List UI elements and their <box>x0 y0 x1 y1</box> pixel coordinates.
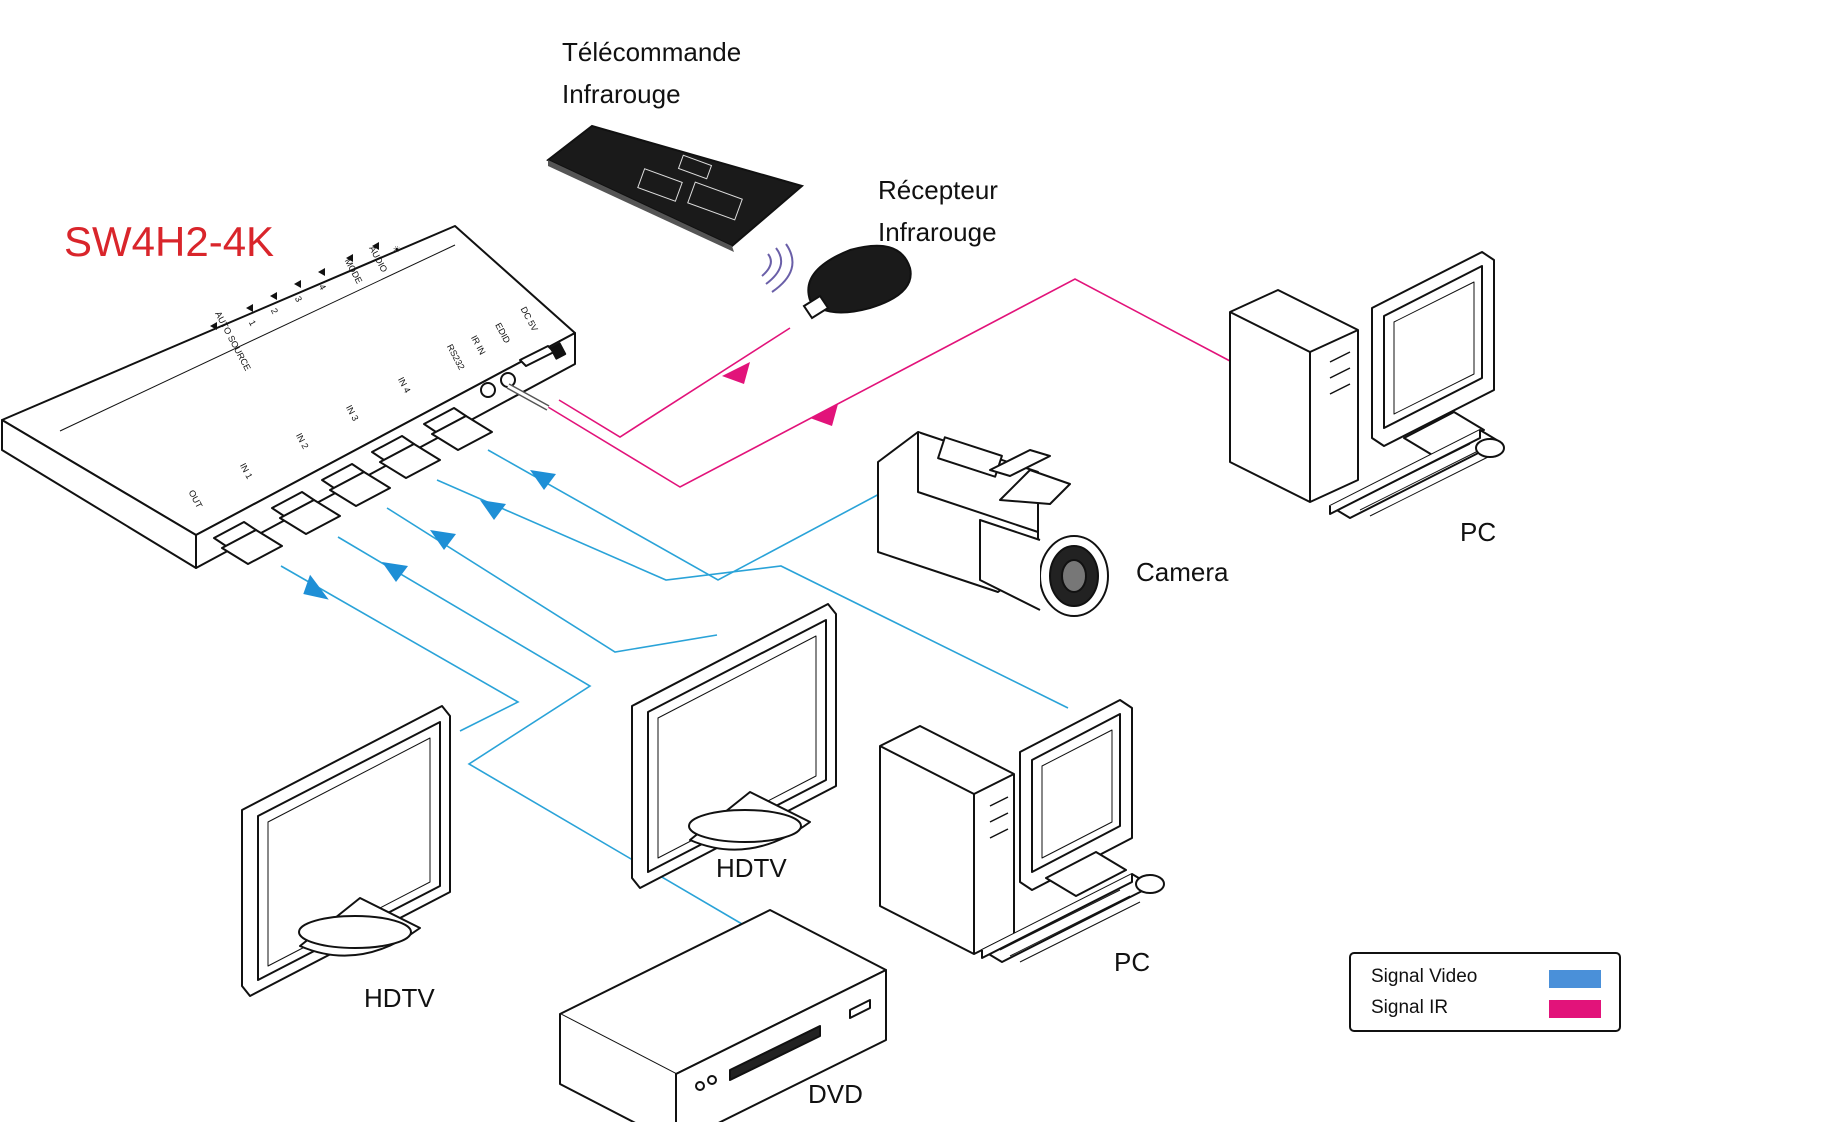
ir-arrow-1 <box>722 362 750 384</box>
dvd-label: DVD <box>808 1079 863 1109</box>
arrow-in3 <box>480 500 506 520</box>
device-title: SW4H2-4K <box>64 218 275 265</box>
legend-video-label: Signal Video <box>1371 966 1478 987</box>
hdtv-left-label: HDTV <box>364 983 435 1013</box>
hdtv-left-device <box>241 705 451 997</box>
video-line-in4 <box>487 449 884 581</box>
switch-device <box>1 225 576 569</box>
legend-ir-label: Signal IR <box>1371 997 1449 1018</box>
camera-device <box>877 431 1109 617</box>
arrow-in1 <box>382 562 408 582</box>
ir-arrows <box>722 362 838 426</box>
legend: Signal Video Signal IR <box>1349 952 1621 1032</box>
pc-top-device <box>1229 251 1505 519</box>
ir-signal-lines <box>547 278 1231 488</box>
camera-label: Camera <box>1136 557 1229 587</box>
arrow-out <box>303 574 329 600</box>
pc-top-label: PC <box>1460 517 1497 547</box>
ir-receiver <box>802 244 912 320</box>
hdtv-middle-device <box>631 603 837 889</box>
hdmi-cables <box>221 415 493 565</box>
video-line-in3 <box>436 479 1069 709</box>
hdtv-middle-label: HDTV <box>716 853 787 883</box>
video-line-out <box>280 565 520 732</box>
receiver-label-line2: Infrarouge <box>878 217 997 247</box>
arrow-in4 <box>530 470 556 490</box>
legend-ir-swatch <box>1549 1000 1601 1018</box>
top-button-arrows <box>210 242 379 330</box>
ir-line-receiver <box>558 327 791 438</box>
arrow-in2 <box>430 530 456 550</box>
video-arrows <box>303 470 556 600</box>
switch-top-labels <box>210 242 379 330</box>
ir-waves <box>761 243 794 293</box>
pc-middle-device <box>879 699 1165 963</box>
dvd-device <box>559 909 887 1122</box>
video-signal-lines <box>280 449 1069 925</box>
remote-label-line1: Télécommande <box>562 37 742 67</box>
remote-label-line2: Infrarouge <box>562 79 681 109</box>
ir-remote <box>546 124 805 252</box>
pc-middle-label: PC <box>1114 947 1151 977</box>
legend-video-swatch <box>1549 970 1601 988</box>
receiver-label-line1: Récepteur <box>878 175 998 205</box>
ir-line-pc <box>547 278 1231 488</box>
ir-arrow-2 <box>810 404 838 426</box>
video-line-in1 <box>337 536 743 925</box>
video-line-in2 <box>386 507 718 653</box>
